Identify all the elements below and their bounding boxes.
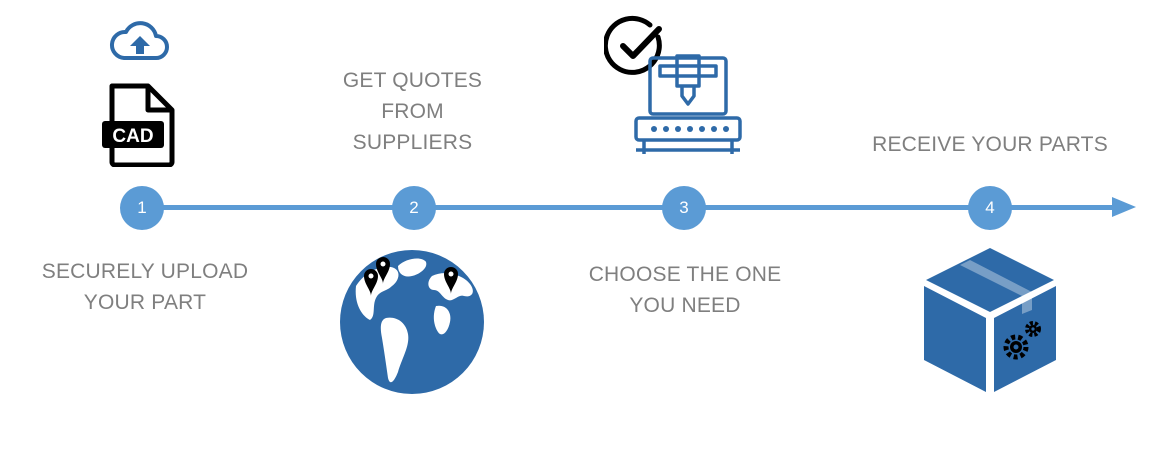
step-label-3: CHOOSE THE ONE YOU NEED	[588, 263, 782, 317]
step-label-1: SECURELY UPLOAD YOUR PART	[41, 260, 249, 314]
step-circle-1: 1	[120, 186, 164, 230]
cloud-upload-icon	[110, 21, 169, 60]
timeline-line	[142, 205, 1117, 210]
cnc-machine-icon	[634, 54, 742, 154]
timeline-arrow-icon	[1112, 197, 1136, 217]
cad-file-icon: CAD	[102, 83, 175, 167]
cad-badge-text: CAD	[112, 126, 153, 147]
step-circle-2: 2	[392, 186, 436, 230]
step-circle-4: 4	[968, 186, 1012, 230]
map-pin-icon	[364, 257, 458, 296]
step-circle-3: 3	[662, 186, 706, 230]
gear-icon	[1003, 321, 1041, 360]
step-label-4: RECEIVE YOUR PARTS	[872, 133, 1108, 156]
box-icon	[924, 248, 1056, 392]
globe-icon	[340, 250, 484, 394]
step-label-2: GET QUOTES FROM SUPPLIERS	[342, 69, 483, 154]
